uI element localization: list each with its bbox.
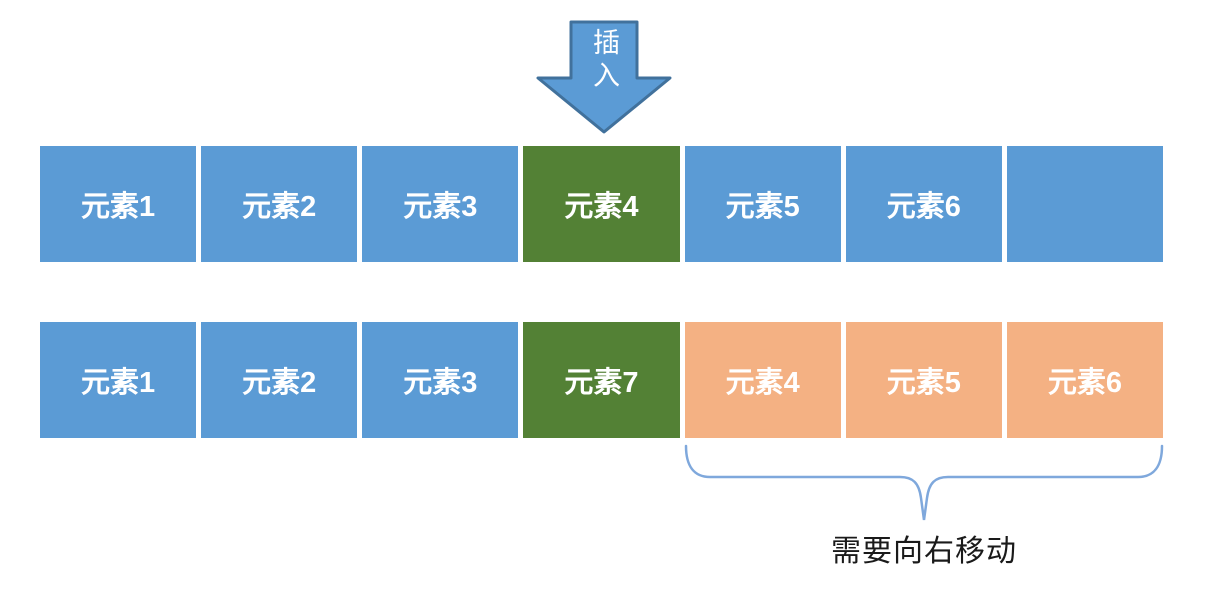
array-cell: 元素3 [362,146,519,262]
array-cell: 元素4 [684,322,841,438]
array-cell: 元素7 [523,322,680,438]
array-cell: 元素2 [201,322,358,438]
curly-brace-shape [684,444,1164,521]
insert-arrow-icon [536,20,672,134]
array-cell: 元素3 [362,322,519,438]
array-cell: 元素5 [684,146,841,262]
array-cell: 元素2 [201,146,358,262]
array-cell: 元素4 [523,146,680,262]
array-cell: 元素1 [40,322,197,438]
array-cell: 元素1 [40,146,197,262]
down-arrow-shape [536,20,672,134]
array-cell: 元素6 [845,146,1002,262]
shift-caption: 需要向右移动 [831,535,1017,568]
array-cell: 元素5 [845,322,1002,438]
array-cell: 元素6 [1006,322,1163,438]
insert-arrow-label: 插入 [589,28,619,94]
shift-brace-icon [684,444,1164,521]
array-cell-empty [1006,146,1163,262]
